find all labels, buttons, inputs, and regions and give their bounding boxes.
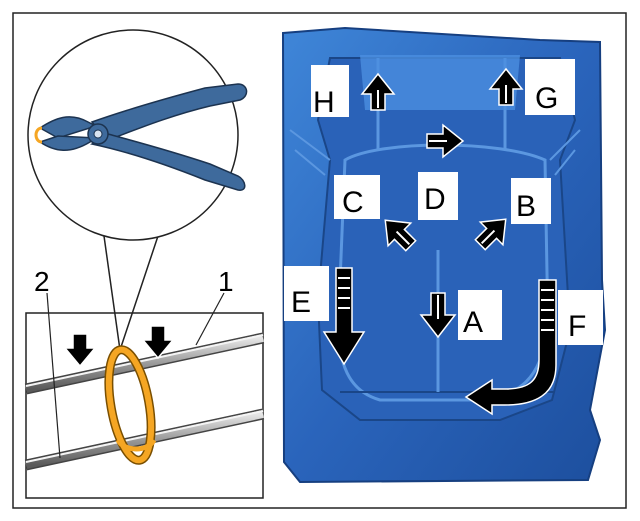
callout-2-line [46, 292, 61, 459]
label-G: G [535, 82, 558, 115]
figure-border [12, 12, 627, 509]
arrow-A-down-icon [419, 292, 457, 339]
wire-1 [24, 332, 265, 395]
hog-ring-pliers-icon [34, 83, 248, 191]
arrow-D-right-icon [426, 123, 465, 159]
callout-1-label: 1 [218, 266, 234, 297]
magnifier-leader-left [103, 235, 121, 351]
magnifier-leader-right [119, 235, 159, 351]
label-F: F [568, 310, 586, 343]
hog-ring-icon [104, 345, 157, 465]
right-panel: H G C D B E A F [281, 26, 607, 484]
arrow-C-upleft-icon [384, 219, 417, 252]
label-B: B [516, 190, 536, 223]
magnifier-circle [27, 29, 239, 241]
callout-1-line [195, 292, 225, 346]
label-H: H [313, 86, 335, 119]
arrow-F-curved-icon [464, 279, 557, 416]
callout-2-label: 2 [34, 266, 50, 297]
seat-top-panel [360, 55, 520, 110]
label-C: C [342, 186, 364, 219]
wire-2 [24, 408, 265, 471]
label-D: D [424, 183, 446, 216]
arrow-E-down-icon [322, 267, 366, 366]
arrow-G-up-icon [488, 67, 524, 106]
label-A: A [463, 306, 483, 339]
left-panel: 1 2 [24, 29, 265, 499]
arrow-B-upright-icon [474, 218, 507, 251]
seat-inner-ridge [336, 143, 550, 402]
label-E: E [291, 286, 311, 319]
arrow-H-up-icon [360, 72, 396, 111]
